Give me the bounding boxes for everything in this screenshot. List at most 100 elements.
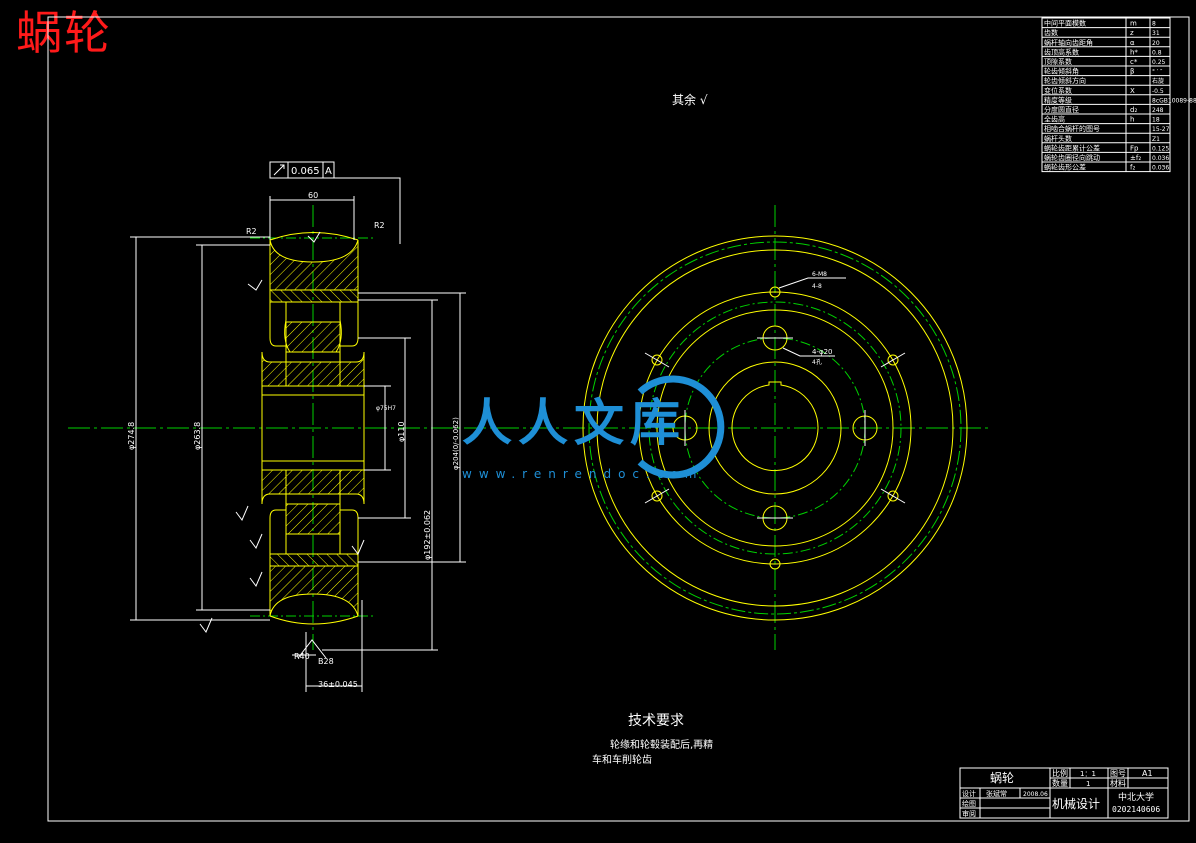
tolerance-value: 0.065 — [291, 166, 320, 177]
pitch-circle — [588, 241, 962, 615]
tech-req-line2: 车和车削轮齿 — [592, 753, 652, 766]
param-symbol: d₂ — [1130, 106, 1137, 114]
param-value: 0.036 — [1152, 155, 1169, 162]
param-symbol: β — [1130, 68, 1134, 76]
small-holes — [651, 286, 899, 570]
param-name: 相啮合蜗杆的图号 — [1044, 124, 1100, 133]
roughness-note: 其余 √ — [672, 92, 708, 107]
param-symbol: z — [1130, 29, 1134, 37]
tb-drawing-no-label: 图号 — [1110, 769, 1126, 778]
param-value: 8 — [1152, 21, 1156, 28]
param-name: 变位系数 — [1044, 86, 1072, 95]
param-value: 0.036 — [1152, 165, 1169, 172]
small-hole-centerlines — [644, 352, 906, 504]
param-symbol: m — [1130, 20, 1137, 28]
tb-qty-value: 1 — [1086, 780, 1090, 788]
param-symbol: α — [1130, 39, 1135, 47]
tech-req-title: 技术要求 — [628, 713, 684, 729]
dim-width-top: 60 — [308, 191, 318, 200]
hole-note-small-sub: 4-8 — [812, 283, 822, 290]
param-name: 顶隙系数 — [1044, 57, 1072, 66]
dim-b-bottom: B28 — [318, 657, 334, 666]
param-name: 齿数 — [1044, 28, 1058, 37]
drawing-title: 蜗轮 — [16, 6, 112, 60]
param-value: 248 — [1152, 107, 1164, 114]
tb-drawing-no-value: A1 — [1142, 769, 1153, 778]
watermark-logo-icon — [637, 375, 725, 479]
tolerance-datum: A — [325, 166, 332, 177]
param-name: 蜗轮齿距累计公差 — [1044, 143, 1100, 152]
param-value: 20 — [1152, 40, 1160, 47]
param-name: 分度圆直径 — [1044, 105, 1079, 114]
param-value: 8cGB10089-88 — [1152, 97, 1196, 104]
tb-part-name: 蜗轮 — [990, 770, 1014, 785]
dim-r-left: R2 — [246, 227, 257, 236]
watermark-brand: 人人文库 — [462, 394, 686, 452]
rim-inner-circle — [638, 291, 912, 565]
param-name: 蜗轮齿圈径向跳动 — [1044, 153, 1100, 162]
dim-hub-width: 36±0.045 — [318, 680, 358, 689]
param-value: Z1 — [1152, 136, 1160, 143]
param-value: 31 — [1152, 30, 1160, 37]
tb-student-no: 0202140606 — [1112, 805, 1160, 814]
tb-course: 机械设计 — [1052, 796, 1100, 811]
tb-scale-value: 1：1 — [1080, 770, 1096, 778]
dim-bore-key: φ75H7 — [376, 405, 396, 412]
param-name: 轮齿倾斜角 — [1044, 67, 1079, 76]
section-view: 0.065 A 60 R2 R2 φ274.8 φ263.8 φ204(0/-0… — [68, 161, 990, 692]
param-symbol: f₂ — [1130, 164, 1135, 172]
drawing-border — [47, 16, 1190, 822]
root-circle — [596, 249, 954, 607]
bore-with-keyway — [731, 381, 819, 472]
param-symbol: c* — [1130, 58, 1138, 66]
dim-outer: φ274.8 — [127, 422, 136, 450]
param-value: ° ′ ″ — [1152, 69, 1163, 76]
param-name: 齿顶高系数 — [1044, 47, 1079, 56]
tech-req-line1: 轮缘和轮毂装配后,再精 — [610, 738, 713, 751]
param-symbol: h — [1130, 116, 1134, 124]
large-hole-crosshairs — [684, 337, 866, 519]
dim-r-bottom: R40 — [294, 652, 310, 661]
tb-designer-name: 张斌常 — [986, 789, 1007, 798]
hole-note-big: 4-φ20 — [812, 348, 833, 356]
param-name: 中间平面模数 — [1044, 19, 1086, 28]
front-view: 6-M8 4-8 4-φ20 4孔 — [582, 205, 968, 650]
dim-rim: φ192±0.062 — [423, 510, 432, 560]
param-symbol: X — [1130, 87, 1135, 95]
tb-date: 2008.06 — [1023, 791, 1048, 798]
web-bottom — [269, 503, 359, 567]
param-symbol: h* — [1130, 48, 1138, 56]
param-name: 精度等级 — [1044, 95, 1072, 104]
param-value: 15-27 — [1152, 126, 1170, 133]
dim-r-right: R2 — [374, 221, 385, 230]
section-dimensions — [130, 177, 466, 692]
rim-top — [269, 232, 359, 291]
param-name: 全齿高 — [1044, 115, 1065, 124]
param-value: -0.5 — [1152, 88, 1164, 95]
hole-note-big-sub: 4孔 — [812, 358, 822, 366]
tolerance-frame: 0.065 A — [269, 161, 335, 179]
param-value: 右旋 — [1152, 77, 1164, 85]
param-value: 0.25 — [1152, 59, 1166, 66]
param-symbol: ±f₂ — [1130, 154, 1141, 162]
tip-circle — [582, 235, 968, 621]
param-name: 蜗轮齿形公差 — [1044, 163, 1086, 172]
tb-checker-label: 审阅 — [962, 809, 976, 818]
tb-qty-label: 数量 — [1052, 778, 1068, 788]
dim-bore: φ110 — [397, 421, 406, 442]
tb-designer-label: 设计 — [962, 789, 976, 798]
hub — [261, 351, 365, 505]
param-value: 0.8 — [1152, 49, 1162, 56]
tb-school: 中北大学 — [1118, 791, 1154, 803]
hub-circle — [708, 361, 842, 495]
front-leaders — [778, 277, 846, 357]
hole-note-small: 6-M8 — [812, 271, 827, 278]
param-name: 蜗杆头数 — [1044, 134, 1072, 143]
title-block: 蜗轮 比例 1：1 数量 1 图号 A1 材料 设计 张斌常 2008.06 绘… — [959, 767, 1169, 819]
bolt-circle — [648, 301, 902, 555]
dim-hub-outer: φ204(0/-0.062) — [452, 417, 460, 470]
tb-scale-label: 比例 — [1052, 768, 1068, 778]
param-value: 0.125 — [1152, 145, 1169, 152]
